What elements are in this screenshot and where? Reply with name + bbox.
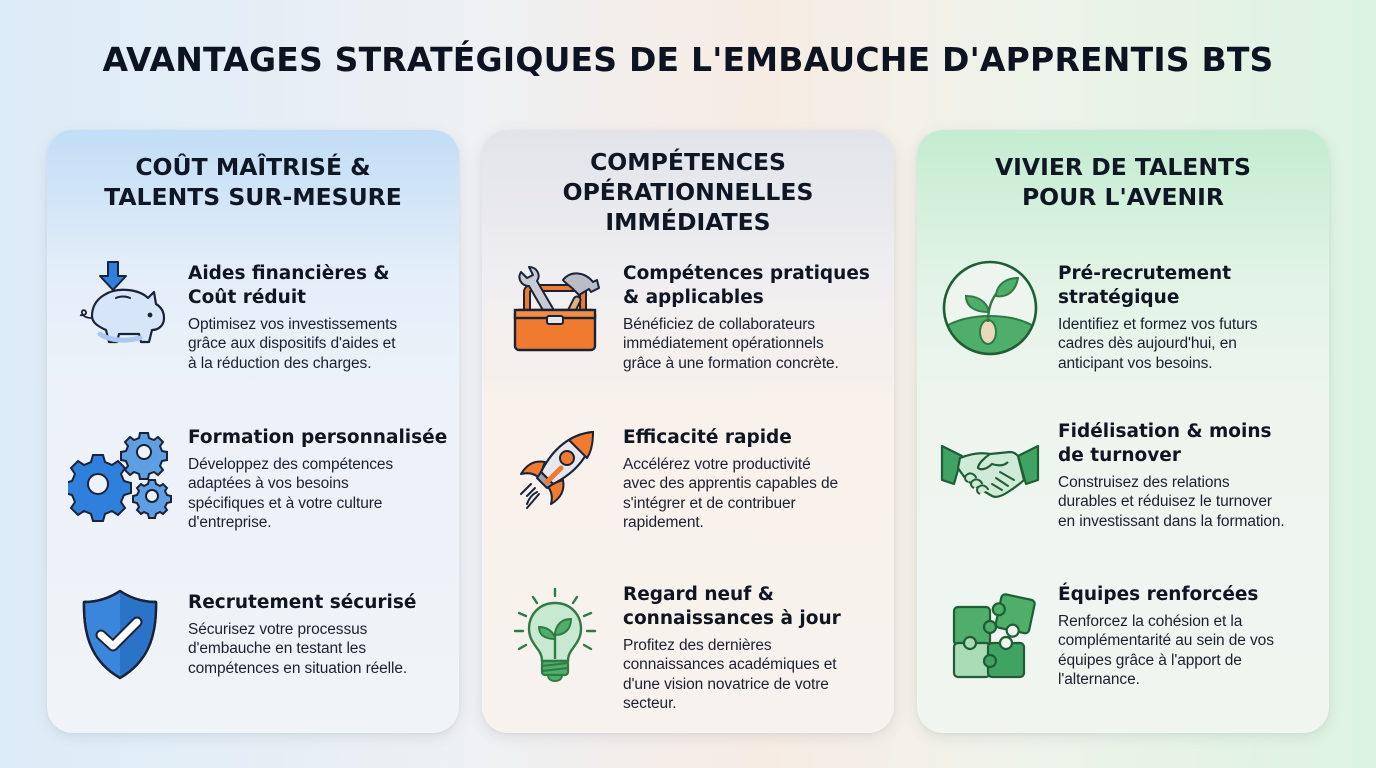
- handshake-icon: [935, 416, 1045, 516]
- item-title: Équipes renforcées: [1058, 584, 1259, 605]
- item-title: Pré-recrutement stratégique: [1058, 263, 1232, 308]
- item-description: Identifiez et formez vos futurs cadres d…: [1058, 316, 1258, 372]
- gears-icon: [65, 422, 175, 522]
- item-title: Recrutement sécurisé: [188, 592, 417, 613]
- item-title: Formation personnalisée: [188, 427, 448, 448]
- card-title: COÛT MAÎTRISÉ & TALENTS SUR-MESURE: [47, 152, 459, 212]
- card-competences-operationnelles: COMPÉTENCES OPÉRATIONNELLES IMMÉDIATES C…: [482, 130, 894, 733]
- card-title-line: COÛT MAÎTRISÉ &: [135, 153, 371, 181]
- card-title-line: OPÉRATIONNELLES: [562, 178, 814, 206]
- card-title-line: POUR L'AVENIR: [1021, 183, 1225, 211]
- toolbox-icon: [500, 258, 610, 358]
- card-title-line: COMPÉTENCES: [590, 148, 786, 176]
- item-description: Sécurisez votre processus d'embauche en …: [188, 621, 408, 677]
- item-title: Aides financières & Coût réduit: [188, 263, 390, 308]
- lightbulb-plant-icon: [500, 585, 610, 685]
- rocket-icon: [500, 422, 610, 522]
- card-title: COMPÉTENCES OPÉRATIONNELLES IMMÉDIATES: [482, 147, 894, 237]
- item-title: Efficacité rapide: [623, 427, 792, 448]
- item-title: Regard neuf & connaissances à jour: [623, 584, 841, 629]
- shield-check-icon: [65, 585, 175, 685]
- item-description: Optimisez vos investissements grâce aux …: [188, 316, 397, 372]
- seedling-icon: [935, 258, 1045, 358]
- item-description: Profitez des dernières connaissances aca…: [623, 637, 837, 712]
- puzzle-icon: [935, 585, 1045, 685]
- piggy-bank-icon: [65, 258, 175, 358]
- item-description: Construisez des relations durables et ré…: [1058, 474, 1285, 530]
- page-title: AVANTAGES STRATÉGIQUES DE L'EMBAUCHE D'A…: [102, 40, 1274, 79]
- item-title: Fidélisation & moins de turnover: [1058, 421, 1272, 466]
- item-description: Renforcez la cohésion et la complémentar…: [1058, 613, 1274, 688]
- item-title: Compétences pratiques & applicables: [623, 263, 870, 308]
- card-title-line: TALENTS SUR-MESURE: [104, 183, 402, 211]
- card-cout-maitrise: COÛT MAÎTRISÉ & TALENTS SUR-MESURE Aides…: [47, 130, 459, 733]
- card-vivier-de-talents: VIVIER DE TALENTS POUR L'AVENIR Pré-recr…: [917, 130, 1329, 733]
- item-description: Bénéficiez de collaborateurs immédiateme…: [623, 316, 839, 372]
- card-title-line: VIVIER DE TALENTS: [995, 153, 1251, 181]
- card-title-line: IMMÉDIATES: [605, 208, 771, 236]
- item-description: Accélérez votre productivité avec des ap…: [623, 456, 839, 531]
- item-description: Développez des compétences adaptées à vo…: [188, 456, 394, 531]
- card-title: VIVIER DE TALENTS POUR L'AVENIR: [917, 152, 1329, 212]
